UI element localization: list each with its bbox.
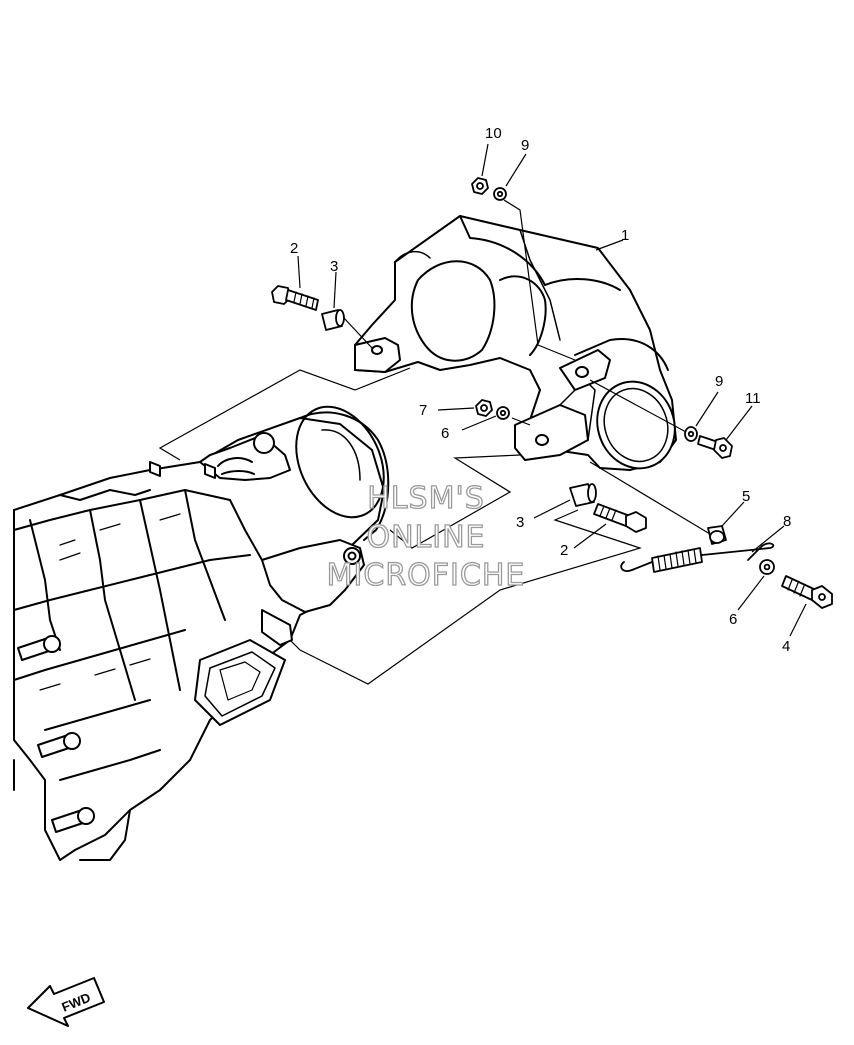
callout-3-upper: 3 — [330, 258, 338, 275]
watermark: HLSM'S ONLINE MICROFICHE — [326, 480, 526, 593]
washer-part-9-top — [493, 187, 507, 201]
callout-labels: 10 9 1 2 3 7 6 9 11 5 3 8 2 6 4 — [290, 125, 791, 655]
jet-pump-housing-assembly — [13, 405, 390, 861]
callout-leaders — [297, 143, 807, 637]
fwd-arrow-icon: FWD — [27, 977, 105, 1027]
watermark-line-3: MICROFICHE — [327, 558, 526, 593]
callout-8: 8 — [783, 513, 791, 530]
washer-part-6-middle — [496, 406, 510, 420]
watermark-line-1: HLSM'S — [367, 481, 485, 516]
watermark-line-2: ONLINE — [366, 520, 485, 555]
bolt-part-2-upper — [271, 285, 319, 311]
fasteners — [271, 177, 833, 609]
washer-part-9-right — [684, 426, 698, 442]
collar-part-5 — [707, 525, 727, 545]
nut-part-7 — [475, 399, 493, 417]
callout-1: 1 — [621, 227, 629, 244]
callout-9-top: 9 — [521, 137, 529, 154]
callout-7: 7 — [419, 402, 427, 419]
callout-2-upper: 2 — [290, 240, 298, 257]
bolt-part-2-lower — [593, 503, 647, 533]
bolt-part-11 — [697, 435, 733, 459]
callout-11: 11 — [745, 390, 761, 407]
callout-9-right: 9 — [715, 373, 723, 390]
callout-6-lower: 6 — [729, 611, 737, 628]
nut-part-10 — [471, 177, 489, 195]
callout-6-middle: 6 — [441, 425, 449, 442]
callout-4: 4 — [782, 638, 790, 655]
bolt-part-4 — [781, 575, 833, 609]
callout-10: 10 — [485, 125, 502, 142]
collar-part-3-upper — [321, 309, 345, 331]
assembly-lines — [158, 199, 711, 685]
collar-part-3-lower — [569, 483, 597, 507]
callout-5: 5 — [742, 488, 750, 505]
exhaust-duct-part-1 — [354, 215, 677, 471]
spring-part-8 — [620, 542, 775, 573]
callout-3-lower: 3 — [516, 514, 524, 531]
callout-2-lower: 2 — [560, 542, 568, 559]
washer-part-6-lower — [759, 559, 775, 575]
